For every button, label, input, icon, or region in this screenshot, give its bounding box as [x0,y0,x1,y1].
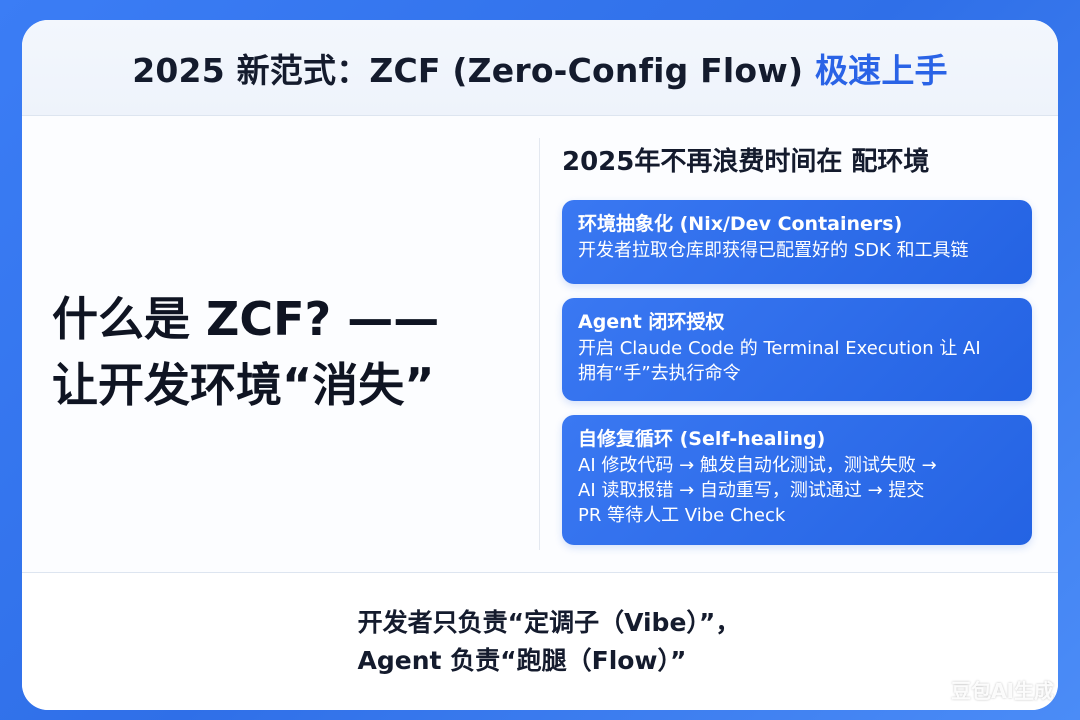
main-content: 什么是 ZCF? —— 让开发环境“消失” 2025年不再浪费时间在 配环境 环… [22,116,1058,572]
feature-box-line: AI 读取报错 → 自动重写，测试通过 → 提交 [578,480,925,501]
slide-card: 2025 新范式：ZCF (Zero-Config Flow) 极速上手 什么是… [22,20,1058,710]
feature-box-line: 拥有“手”去执行命令 [578,363,741,384]
header-bar: 2025 新范式：ZCF (Zero-Config Flow) 极速上手 [22,20,1058,116]
feature-box-line: PR 等待人工 Vibe Check [578,505,786,526]
ai-generated-watermark: 豆包AI生成 [951,679,1054,703]
feature-box-title: 环境抽象化 (Nix/Dev Containers) [578,213,903,235]
page-title-accent: 极速上手 [814,50,948,90]
footer-line-1: 开发者只负责“定调子（Vibe）”， [357,607,741,637]
left-headline: 什么是 ZCF? —— 让开发环境“消失” [52,286,522,418]
feature-box-line: 开启 Claude Code 的 Terminal Execution 让 AI [578,338,981,359]
page-title-main: 2025 新范式：ZCF (Zero-Config Flow) [132,50,815,90]
feature-box-agent-authorization: Agent 闭环授权 开启 Claude Code 的 Terminal Exe… [562,298,1032,401]
right-panel-title: 2025年不再浪费时间在 配环境 [562,147,930,177]
right-panel: 2025年不再浪费时间在 配环境 环境抽象化 (Nix/Dev Containe… [562,142,1032,559]
feature-box-body: 开发者拉取仓库即获得已配置好的 SDK 和工具链 [578,238,1016,263]
feature-box-line: AI 修改代码 → 触发自动化测试，测试失败 → [578,455,937,476]
vertical-divider [539,138,540,550]
footer-line-2: Agent 负责“跑腿（Flow）” [357,645,687,675]
feature-box-title: Agent 闭环授权 [578,311,725,333]
feature-box-environment-abstraction: 环境抽象化 (Nix/Dev Containers) 开发者拉取仓库即获得已配置… [562,200,1032,284]
page-title: 2025 新范式：ZCF (Zero-Config Flow) 极速上手 [132,44,948,92]
feature-box-self-healing: 自修复循环 (Self-healing) AI 修改代码 → 触发自动化测试，测… [562,415,1032,545]
feature-box-line: 开发者拉取仓库即获得已配置好的 SDK 和工具链 [578,240,969,261]
feature-box-body: AI 修改代码 → 触发自动化测试，测试失败 → AI 读取报错 → 自动重写，… [578,453,1016,528]
feature-box-title: 自修复循环 (Self-healing) [578,428,826,450]
feature-box-body: 开启 Claude Code 的 Terminal Execution 让 AI… [578,336,1016,386]
footer-summary: 开发者只负责“定调子（Vibe）”， Agent 负责“跑腿（Flow）” [22,572,1058,710]
headline-line-2: 让开发环境“消失” [52,358,435,412]
headline-line-1: 什么是 ZCF? —— [52,292,440,346]
